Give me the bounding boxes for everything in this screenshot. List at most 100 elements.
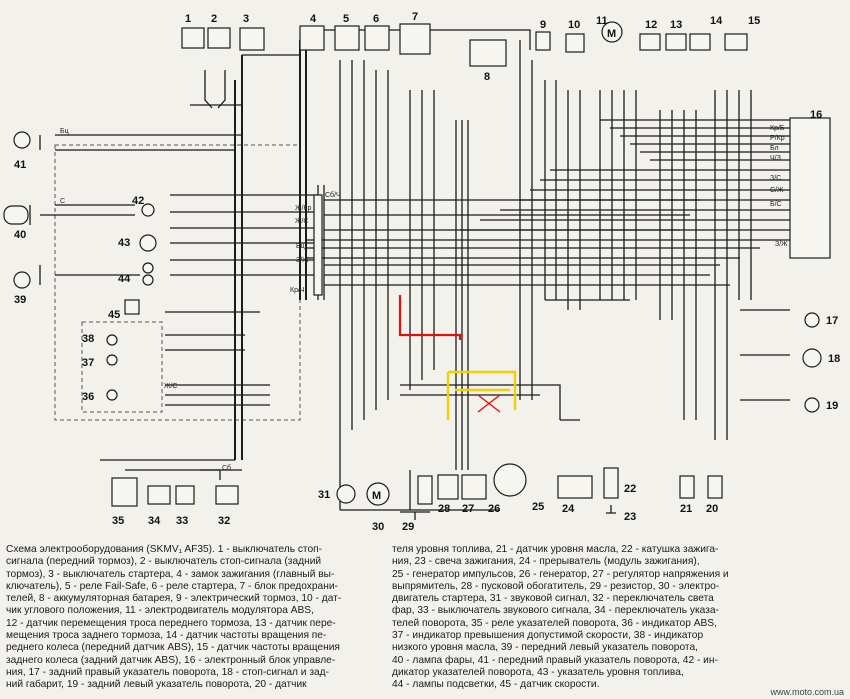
svg-text:21: 21 [680,503,692,515]
svg-text:З/Ж: З/Ж [775,241,788,248]
svg-text:28: 28 [438,503,450,515]
caption-line: 37 - индикатор превышения допустимой ско… [392,630,704,642]
svg-text:17: 17 [826,315,838,327]
svg-text:35: 35 [112,515,124,527]
watermark: www.moto.com.ua [770,687,844,697]
svg-text:30: 30 [372,521,384,533]
caption-line: ний габарит, 19 - задний левый указатель… [6,679,307,691]
svg-text:Кр/Б: Кр/Б [770,125,785,132]
svg-text:Сб: Сб [222,464,231,472]
svg-text:9: 9 [540,19,546,31]
caption-line: низкого уровня масла, 39 - передний левы… [392,642,698,654]
svg-text:23: 23 [624,511,636,523]
svg-text:12: 12 [645,19,657,31]
caption-line: 40 - лампа фары, 41 - передний правый ук… [392,654,718,666]
svg-text:16: 16 [810,109,822,121]
svg-text:4: 4 [310,13,317,25]
svg-text:26: 26 [488,503,500,515]
component-numbers: 1 2 3 4 5 6 7 8 9 10 11 12 13 14 15 16 1… [14,11,840,533]
svg-text:Ж/С: Ж/С [295,218,308,225]
svg-text:13: 13 [670,19,682,31]
caption-line: 12 - датчик перемещения троса переднего … [6,617,336,629]
svg-text:З/С: З/С [770,175,781,182]
svg-text:Б/С: Б/С [770,201,782,208]
svg-text:43: 43 [118,237,130,249]
svg-text:40: 40 [14,229,26,241]
svg-text:14: 14 [710,15,723,27]
caption-line: фар, 33 - выключатель звукового сигнала,… [392,605,719,617]
svg-text:С: С [60,198,65,205]
svg-text:Ж/С: Ж/С [164,383,177,390]
svg-text:31: 31 [318,489,330,501]
svg-text:29: 29 [402,521,414,533]
svg-text:7: 7 [412,11,418,23]
caption-line: чик углового положения, 11 - электродвиг… [6,605,314,617]
caption-line: 25 - генератор импульсов, 26 - генератор… [392,568,729,580]
svg-text:27: 27 [462,503,474,515]
svg-text:15: 15 [748,15,760,27]
bottom-components [111,463,723,520]
svg-text:42: 42 [132,195,144,207]
caption-line: выпрямитель, 28 - пусковой обогатитель, … [392,580,720,592]
svg-text:18: 18 [828,353,840,365]
caption-line: сигнала (передний тормоз), 2 - выключате… [6,556,322,568]
red-highlight-wire [398,295,462,340]
svg-text:С/Ж: С/Ж [770,187,784,194]
svg-text:33: 33 [176,515,188,527]
svg-text:44: 44 [118,273,131,285]
svg-text:45: 45 [108,309,120,321]
svg-text:Кр/Ч: Кр/Ч [290,287,305,294]
svg-text:24: 24 [562,503,575,515]
caption-line: тормоз), 3 - выключатель стартера, 4 - з… [6,568,335,580]
svg-text:6: 6 [373,13,379,25]
caption-line: реднего колеса (передний датчик ABS), 15… [6,642,340,654]
svg-text:22: 22 [624,483,636,495]
svg-text:Бл: Бл [770,145,779,152]
svg-text:19: 19 [826,400,838,412]
svg-text:2: 2 [211,13,217,25]
svg-text:25: 25 [532,501,544,513]
red-cross-mark [477,394,501,413]
wire-labels: Кр/Б Р/Кр Бл Ч/З З/С С/Ж З/Ж Б/С Ж/Кр Ж/… [60,125,788,472]
caption-line: двигатель стартера, 31 - звуковой сигнал… [392,593,714,605]
svg-text:Ч/З: Ч/З [770,155,781,162]
svg-text:11: 11 [596,15,608,27]
caption-line: ния, 23 - свеча зажигания, 24 - прерыват… [392,556,700,568]
wiring-diagram: M M Кр/Б Р/Кр Бл Ч/З З/С С/Ж З/Ж Б/С Ж/К… [3,11,840,533]
svg-text:Бц: Бц [60,128,69,135]
caption-right-column: теля уровня топлива, 21 - датчик уровня … [392,544,842,692]
svg-text:3: 3 [243,13,249,25]
motor-symbol-11: M [607,28,616,40]
caption-line: Схема электрооборудования (SKMV₁ AF35). … [6,544,323,555]
lamps [3,131,822,413]
svg-text:1: 1 [185,13,191,25]
svg-text:32: 32 [218,515,230,527]
svg-text:20: 20 [706,503,718,515]
svg-text:38: 38 [82,333,94,345]
instrument-panel-outline [54,144,301,421]
svg-text:З/Ж: З/Ж [296,257,309,264]
svg-text:36: 36 [82,391,94,403]
yellow-highlight-wire [446,370,517,420]
svg-text:37: 37 [82,357,94,369]
indicator-cluster-outline [81,321,163,413]
caption-line: мещения троса заднего тормоза, 14 - датч… [6,630,327,642]
svg-text:5: 5 [343,13,349,25]
caption-left-column: Схема электрооборудования (SKMV₁ AF35). … [6,544,386,692]
motor-symbol-30: M [372,490,381,502]
caption-line: теля уровня топлива, 21 - датчик уровня … [392,544,719,555]
caption-line: телей поворота, 35 - реле указателей пов… [392,617,717,629]
svg-text:41: 41 [14,159,26,171]
top-connectors [181,21,748,109]
svg-text:10: 10 [568,19,580,31]
caption-line: 44 - лампы подсветки, 45 - датчик скорос… [392,679,600,691]
svg-text:Сб/Ч: Сб/Ч [325,191,341,199]
caption-line: дикатор указателей поворота, 43 - указат… [392,666,684,678]
svg-text:39: 39 [14,294,26,306]
caption-line: телей, 8 - аккумуляторная батарея, 9 - э… [6,593,342,605]
caption-line: ключатель), 5 - реле Fail-Safe, 6 - реле… [6,580,338,592]
svg-text:34: 34 [148,515,161,527]
caption-line: заднего колеса (задний датчик ABS), 16 -… [6,654,336,666]
svg-text:Бц: Бц [296,243,305,250]
ecu-16-box [789,117,831,259]
